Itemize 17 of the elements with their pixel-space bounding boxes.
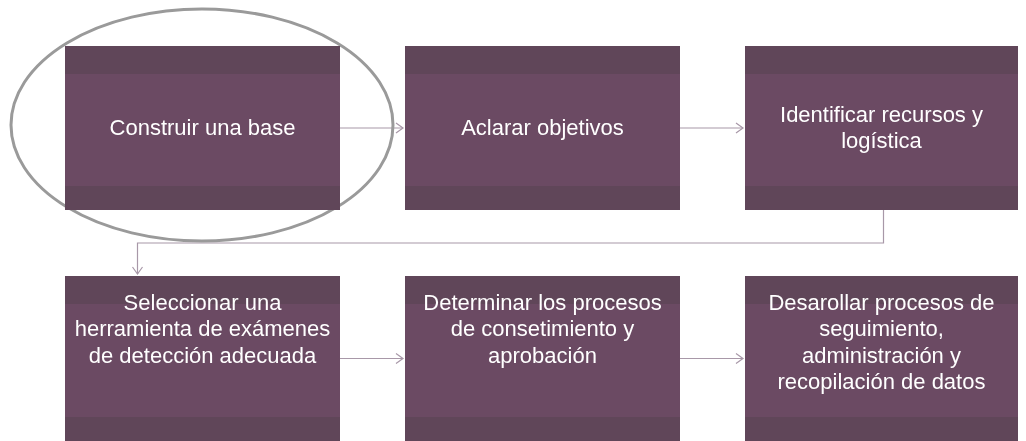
- box-label: Determinar los procesos de consetimiento y aprobación: [422, 290, 663, 370]
- box-label: Aclarar objetivos: [461, 114, 624, 142]
- process-box: [405, 46, 680, 210]
- process-box: [405, 276, 680, 441]
- process-box: [65, 276, 340, 441]
- arrow: [339, 122, 404, 134]
- process-box: [745, 46, 1018, 210]
- box-label: Construir una base: [109, 114, 296, 142]
- arrow: [339, 352, 404, 365]
- process-box: [65, 46, 340, 210]
- box-label: Identificar recursos y logística: [779, 101, 984, 155]
- box-label: Desarollar procesos de seguimiento, administración y recopilación de datos: [767, 290, 996, 396]
- box-label: Seleccionar una herramienta de exámenes de detección adecuada: [73, 290, 332, 370]
- arrow: [679, 122, 744, 134]
- arrow: [131, 209, 885, 275]
- process-box: [745, 276, 1018, 441]
- arrow: [679, 352, 744, 365]
